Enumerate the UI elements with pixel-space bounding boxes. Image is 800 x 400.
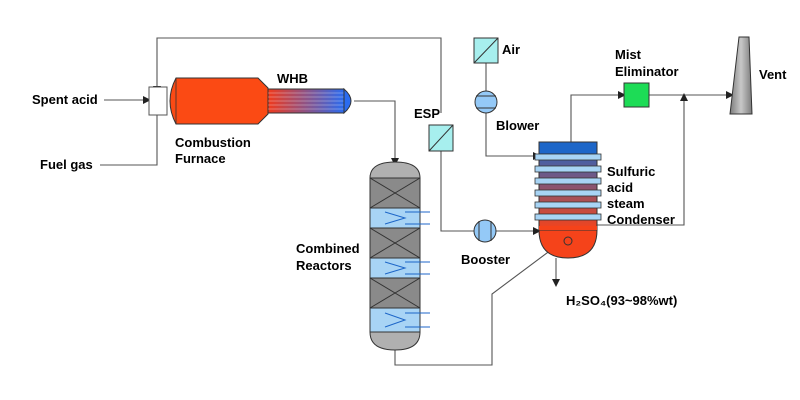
label-acid: acid xyxy=(607,180,633,195)
label-fuel-gas: Fuel gas xyxy=(40,157,93,172)
mist-eliminator xyxy=(623,82,650,108)
blower xyxy=(474,90,498,114)
combustion-furnace xyxy=(148,77,269,125)
waste-heat-boiler xyxy=(267,87,352,115)
booster xyxy=(473,219,497,243)
label-sulfuric: Sulfuric xyxy=(607,164,655,179)
label-whb: WHB xyxy=(277,71,308,86)
air-filter xyxy=(473,37,499,64)
label-spent-acid: Spent acid xyxy=(32,92,98,107)
label-blower: Blower xyxy=(496,118,539,133)
label-steam: steam xyxy=(607,196,645,211)
label-furnace: Furnace xyxy=(175,151,226,166)
label-esp: ESP xyxy=(414,106,440,121)
sulfuric-acid-steam-condenser xyxy=(534,141,602,259)
label-mist: Mist xyxy=(615,47,642,62)
labels: Spent acid Fuel gas Combustion Furnace W… xyxy=(32,42,787,308)
combined-reactors xyxy=(369,161,430,351)
label-combustion: Combustion xyxy=(175,135,251,150)
label-combined: Combined xyxy=(296,241,360,256)
label-reactors: Reactors xyxy=(296,258,352,273)
label-air: Air xyxy=(502,42,520,57)
label-vent: Vent xyxy=(759,67,787,82)
label-booster: Booster xyxy=(461,252,510,267)
label-product: H₂SO₄(93~98%wt) xyxy=(566,293,677,308)
label-condenser: Condenser xyxy=(607,212,675,227)
esp-filter xyxy=(428,124,454,152)
label-eliminator: Eliminator xyxy=(615,64,679,79)
vent-stack xyxy=(729,36,753,115)
